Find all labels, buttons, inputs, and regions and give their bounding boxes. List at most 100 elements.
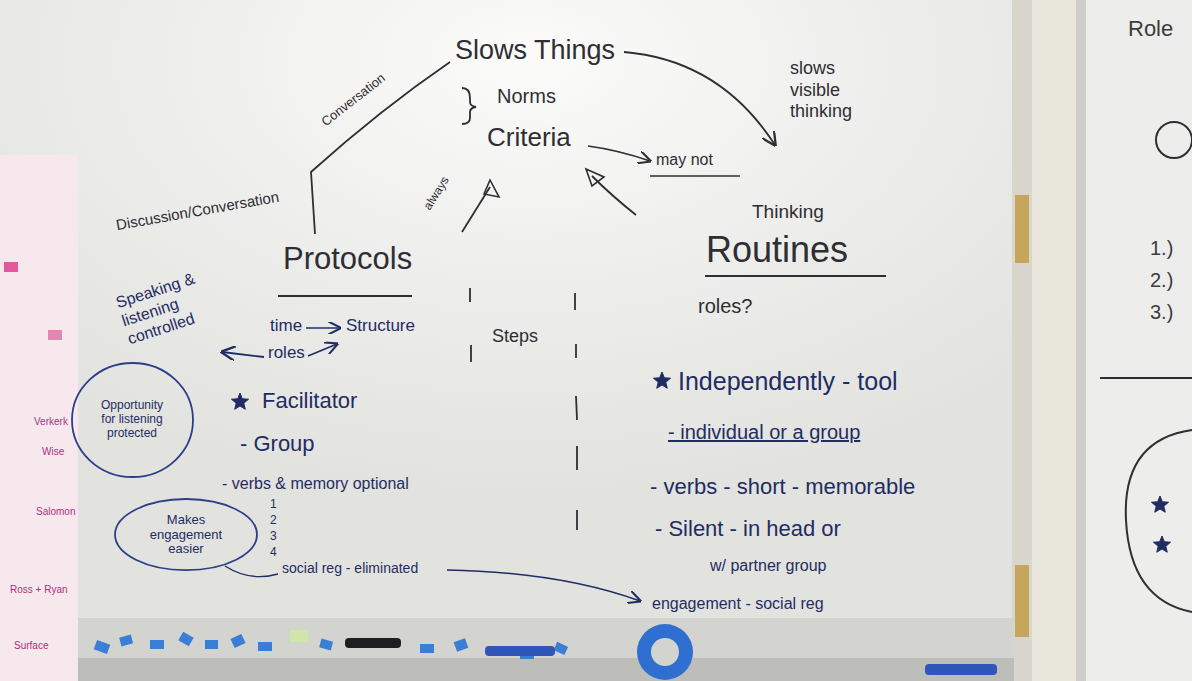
node-text: Makes engagement easier: [140, 513, 232, 558]
board-stroke: [576, 446, 578, 470]
marker: [485, 646, 555, 656]
list-text: roles: [268, 343, 305, 363]
side-board-number: 3.): [1150, 300, 1173, 324]
brace: [462, 88, 476, 124]
star-mark: [653, 372, 670, 388]
board-stroke: [258, 642, 272, 651]
side-board-line: [1100, 377, 1192, 379]
arrow-line: [308, 344, 337, 356]
list-text: Facilitator: [262, 388, 357, 414]
side-board-curve: [1126, 430, 1192, 612]
arrow-line: [624, 52, 775, 145]
step-number: 3: [270, 529, 277, 543]
list-text: - verbs & memory optional: [222, 474, 409, 493]
hinge: [1015, 565, 1029, 637]
heading-text: Protocols: [283, 240, 412, 277]
list-text: - individual or a group: [668, 420, 860, 444]
ellipse-outline: [72, 363, 193, 477]
hinge: [1015, 195, 1029, 263]
board-stroke: [454, 638, 469, 652]
chart-name: Surface: [14, 640, 48, 652]
wall: [1032, 0, 1076, 681]
list-text: - Silent - in head or: [655, 516, 841, 542]
tape-roll-core: [651, 638, 679, 666]
board-stroke: [178, 632, 193, 647]
board-stroke: [205, 640, 218, 649]
list-text: w/ partner group: [710, 556, 827, 575]
heading-text: Thinking: [752, 201, 824, 224]
side-board-number: 1.): [1150, 236, 1173, 260]
arrow-line: [588, 146, 650, 161]
open-arrow-head: [484, 180, 499, 197]
column-label: Steps: [492, 326, 538, 348]
marker-tray: [0, 618, 1014, 660]
concept-text: Norms: [497, 84, 556, 108]
chart-paper: [0, 155, 78, 681]
open-arrow-head: [586, 169, 604, 186]
ellipse-outline: [115, 499, 257, 570]
list-text: - verbs - short - memorable: [650, 474, 915, 500]
side-board: [1086, 0, 1192, 681]
list-text: time: [270, 316, 302, 336]
chart-name: Ross + Ryan: [10, 584, 68, 596]
list-text: - Group: [240, 431, 315, 457]
star-mark: [1151, 496, 1168, 512]
underline: [650, 175, 740, 177]
leader-line: [225, 566, 278, 577]
note-text: slows visible thinking: [790, 58, 882, 123]
tray-edge: [0, 658, 1014, 681]
board-stroke: [150, 640, 164, 649]
side-board-number: 2.): [1150, 268, 1173, 292]
board-stroke: [119, 635, 133, 647]
step-number: 2: [270, 513, 277, 527]
marker: [345, 638, 401, 648]
board-stroke: [575, 344, 577, 358]
underline: [278, 295, 412, 297]
board-stroke: [319, 639, 333, 651]
tape-pieces: [94, 632, 568, 659]
concept-text: Criteria: [487, 122, 571, 153]
arrow-label: may not: [656, 150, 713, 169]
list-text: Structure: [346, 316, 415, 336]
board-stroke: [553, 642, 568, 655]
circled-note: Opportunity for listening protected: [70, 361, 195, 479]
side-board-circle: [1156, 122, 1192, 158]
board-stroke: [469, 288, 471, 302]
heading-text: Slows Things: [455, 34, 615, 66]
node-text: Opportunity for listening protected: [93, 399, 171, 440]
sticky-note: [4, 262, 18, 272]
eraser-note: [290, 630, 308, 642]
star-mark: [231, 393, 248, 409]
chart-name: Wise: [42, 446, 64, 458]
note-text: social reg - eliminated: [282, 560, 418, 577]
circled-note: Makes engagement easier: [113, 497, 259, 572]
board-stroke: [94, 640, 111, 654]
arrow-line: [222, 352, 264, 357]
side-board-text: Role: [1128, 16, 1173, 42]
star-mark: [1153, 536, 1170, 552]
board-stroke: [420, 644, 434, 653]
board-surface: [0, 0, 1014, 620]
sticky-note: [48, 330, 62, 340]
board-stroke: [230, 634, 245, 648]
arrow-line: [306, 327, 340, 329]
list-text: Independently - tool: [678, 366, 898, 396]
underline: [705, 275, 886, 277]
step-number: 4: [270, 545, 277, 559]
chart-name: Verkerk: [34, 416, 68, 428]
marker: [925, 664, 997, 675]
step-number: 1: [270, 497, 277, 511]
arrow-line: [447, 570, 640, 601]
board-stroke: [470, 345, 472, 362]
tape-roll: [637, 624, 693, 680]
chart-name: Salomon: [36, 506, 75, 518]
note-text: engagement - social reg: [652, 594, 824, 613]
board-frame: [1076, 0, 1086, 681]
board-stroke: [576, 510, 578, 530]
heading-text: Routines: [706, 228, 848, 271]
dashed-divider: [470, 288, 577, 530]
door-frame: [1012, 0, 1032, 681]
board-stroke: [576, 396, 577, 420]
